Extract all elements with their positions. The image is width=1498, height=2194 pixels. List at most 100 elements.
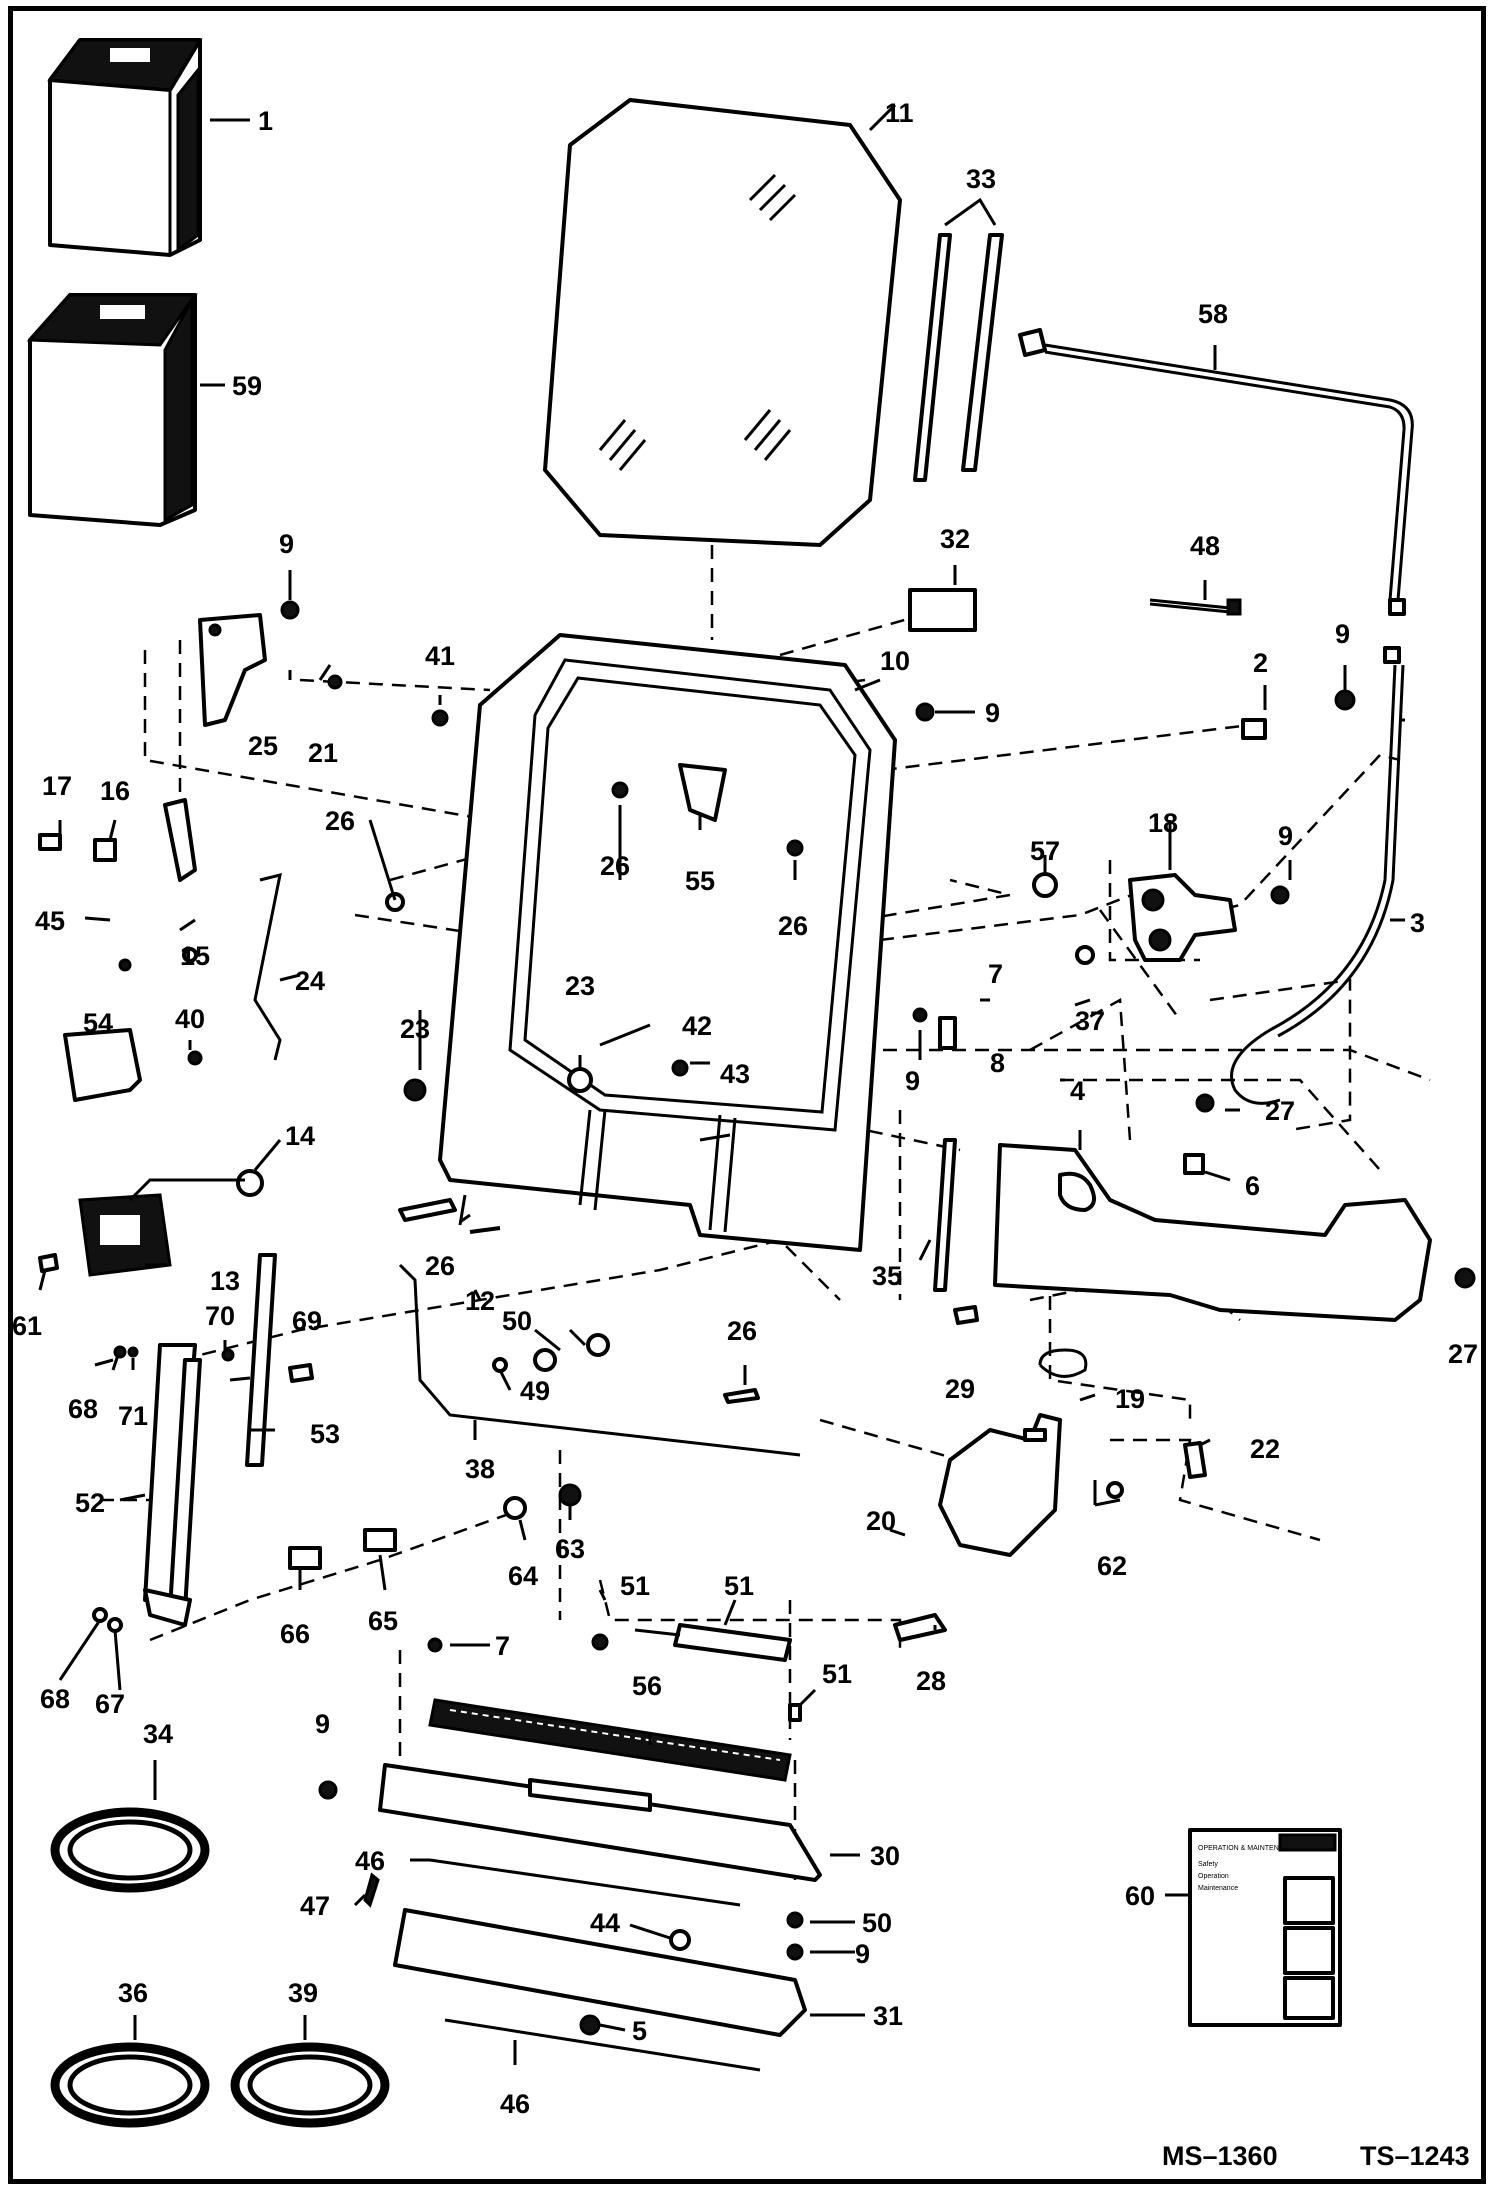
part-19 xyxy=(1038,1348,1088,1378)
callout-50: 50 xyxy=(862,1908,892,1938)
part-35 xyxy=(933,1138,957,1292)
callout-5: 5 xyxy=(632,2016,647,2046)
callout-46: 46 xyxy=(355,1846,385,1876)
callout-37: 37 xyxy=(1075,1006,1105,1036)
callout-21: 21 xyxy=(308,738,338,768)
callout-69: 69 xyxy=(292,1306,322,1336)
part-13-handle xyxy=(78,1178,245,1277)
callout-25: 25 xyxy=(248,731,278,761)
callout-32: 32 xyxy=(940,524,970,554)
callout-56: 56 xyxy=(632,1671,662,1701)
callout-12: 12 xyxy=(465,1286,495,1316)
callout-42: 42 xyxy=(682,1011,712,1041)
leader-lines xyxy=(38,103,1405,2065)
part-52-arm xyxy=(143,1343,202,1627)
callout-62: 62 xyxy=(1097,1551,1127,1581)
part-38-rod xyxy=(398,1263,801,1457)
callout-23: 23 xyxy=(400,1014,430,1044)
callout-53: 53 xyxy=(310,1419,340,1449)
callout-61: 61 xyxy=(12,1311,42,1341)
part-34-hose-coil xyxy=(50,1807,210,1893)
part-24-rod xyxy=(253,872,282,1061)
callout-70: 70 xyxy=(205,1301,235,1331)
callout-9: 9 xyxy=(905,1066,920,1096)
hardware-fasteners xyxy=(38,600,1476,2036)
callout-30: 30 xyxy=(870,1841,900,1871)
part-54 xyxy=(63,1028,142,1102)
callout-57: 57 xyxy=(1030,836,1060,866)
part-48 xyxy=(1149,598,1242,616)
callout-68: 68 xyxy=(68,1394,98,1424)
part-11-glass xyxy=(543,98,902,547)
part-1-box xyxy=(47,38,203,257)
callout-47: 47 xyxy=(300,1891,330,1921)
part-56 xyxy=(428,1698,792,1782)
callout-51: 51 xyxy=(822,1659,852,1689)
callout-59: 59 xyxy=(232,371,262,401)
callout-6: 6 xyxy=(1245,1171,1260,1201)
callout-11: 11 xyxy=(885,98,914,128)
callout-33: 33 xyxy=(966,164,996,194)
callout-26: 26 xyxy=(778,911,808,941)
part-39-hose-coil xyxy=(230,2042,390,2128)
callout-20: 20 xyxy=(866,1506,896,1536)
callout-55: 55 xyxy=(685,866,715,896)
callout-14: 14 xyxy=(285,1121,315,1151)
drawing-code-ms: MS–1360 xyxy=(1162,2141,1278,2171)
part-46-upper xyxy=(429,1858,741,1907)
callout-67: 67 xyxy=(95,1689,125,1719)
callout-22: 22 xyxy=(1250,1434,1280,1464)
callout-60: 60 xyxy=(1125,1881,1155,1911)
callout-9: 9 xyxy=(985,698,1000,728)
callout-40: 40 xyxy=(175,1004,205,1034)
callout-64: 64 xyxy=(508,1561,538,1591)
callout-9: 9 xyxy=(1335,619,1350,649)
callout-27: 27 xyxy=(1448,1339,1478,1369)
part-18-motor xyxy=(1128,873,1237,962)
callout-8: 8 xyxy=(990,1048,1005,1078)
callout-9: 9 xyxy=(315,1709,330,1739)
callout-63: 63 xyxy=(555,1534,585,1564)
callout-17: 17 xyxy=(42,771,72,801)
part-4-reservoir-plate xyxy=(993,1143,1432,1322)
part-31-panel xyxy=(393,1908,807,2037)
part-59-box xyxy=(26,293,198,527)
callout-28: 28 xyxy=(916,1666,946,1696)
callout-27: 27 xyxy=(1265,1096,1295,1126)
callout-13: 13 xyxy=(210,1266,240,1296)
part-46-lower xyxy=(444,2018,761,2072)
callout-9: 9 xyxy=(855,1939,870,1969)
callout-9: 9 xyxy=(1278,821,1293,851)
callout-39: 39 xyxy=(288,1978,318,2008)
callout-66: 66 xyxy=(280,1619,310,1649)
callout-38: 38 xyxy=(465,1454,495,1484)
callout-23: 23 xyxy=(565,971,595,1001)
callout-9: 9 xyxy=(279,529,294,559)
callout-51: 51 xyxy=(620,1571,650,1601)
callout-45: 45 xyxy=(35,906,65,936)
callout-labels: 1 59 11 33 58 9 32 48 2 9 3 10 9 41 25 2… xyxy=(12,98,1478,2119)
callout-34: 34 xyxy=(143,1719,173,1749)
part-28 xyxy=(893,1613,947,1642)
callout-26: 26 xyxy=(727,1316,757,1346)
callout-35: 35 xyxy=(872,1261,902,1291)
callout-7: 7 xyxy=(988,959,1003,989)
callout-71: 71 xyxy=(118,1401,148,1431)
part-10-door-frame xyxy=(438,633,897,1252)
callout-26: 26 xyxy=(425,1251,455,1281)
callout-65: 65 xyxy=(368,1606,398,1636)
callout-26: 26 xyxy=(600,851,630,881)
callout-46: 46 xyxy=(500,2089,530,2119)
part-15 xyxy=(163,798,197,882)
callout-50: 50 xyxy=(502,1306,532,1336)
callout-58: 58 xyxy=(1198,299,1228,329)
callout-26: 26 xyxy=(325,806,355,836)
manual-line-1: Safety xyxy=(1198,1861,1218,1868)
part-14 xyxy=(236,1169,264,1197)
callout-18: 18 xyxy=(1148,808,1178,838)
part-53-strip xyxy=(245,1253,277,1467)
part-30-slot xyxy=(528,1778,652,1812)
callout-29: 29 xyxy=(945,1374,975,1404)
part-20-reservoir xyxy=(938,1413,1062,1557)
manual-header: OPERATION & MAINTENANCE xyxy=(1198,1845,1299,1852)
